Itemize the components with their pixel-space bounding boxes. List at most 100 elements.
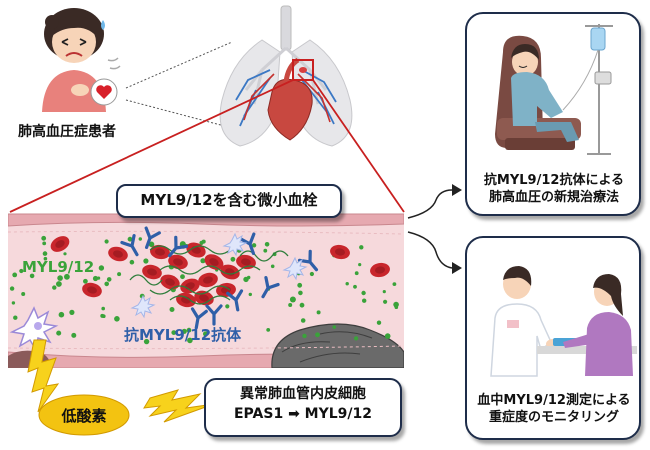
red-blood-cell <box>50 236 70 252</box>
myl-particle <box>127 236 133 242</box>
myl-particle <box>332 325 337 329</box>
myl-particle <box>354 271 359 276</box>
red-blood-cell <box>142 264 162 280</box>
myl-particle <box>180 274 185 280</box>
treatment-line2: 肺高血圧の新規治療法 <box>488 190 619 205</box>
myl-particle <box>129 259 135 265</box>
arrow-head-monitoring <box>452 262 462 274</box>
myl-particle <box>57 275 63 281</box>
myl-particle <box>13 315 18 320</box>
myl-particle <box>300 318 306 323</box>
myl-particle <box>251 243 257 248</box>
myl-particle <box>266 328 271 332</box>
antibody-icon <box>144 226 161 249</box>
myl-particle <box>42 251 48 256</box>
myl-particle <box>29 273 35 279</box>
myl-particle <box>383 299 388 304</box>
myl-particle <box>297 282 303 288</box>
myl-particle <box>230 256 236 262</box>
leader-lines <box>125 41 233 129</box>
myl-particle <box>42 241 47 246</box>
myl-particle <box>12 272 18 278</box>
myl-particle <box>58 311 65 318</box>
red-blood-cell <box>330 244 350 260</box>
myl-particle <box>288 303 293 307</box>
red-blood-cell <box>150 244 170 260</box>
myl-particle <box>264 242 270 247</box>
red-blood-cell <box>160 274 180 290</box>
myl-particle <box>289 296 296 303</box>
myl-particle <box>43 256 48 261</box>
myl-particle <box>92 275 99 282</box>
myl-particle <box>98 265 105 271</box>
myl-particle <box>353 284 357 289</box>
myl-particle <box>148 241 155 248</box>
myl-particle <box>362 298 367 303</box>
myl-particle <box>299 302 305 308</box>
myl-particle <box>247 275 251 280</box>
red-blood-cell <box>168 254 188 270</box>
pathway-to: MYL9/12 <box>304 406 372 422</box>
myl-particle <box>203 331 208 337</box>
myl-particle <box>63 252 67 256</box>
myl-particle <box>143 338 150 345</box>
myl-particle <box>345 282 349 286</box>
red-blood-cell <box>82 282 102 298</box>
myl-particle <box>384 333 391 339</box>
vessel-section <box>8 213 404 368</box>
patient-label: 肺高血圧症患者 <box>18 124 116 140</box>
myl-particle <box>56 330 62 336</box>
myl-particle <box>100 313 105 318</box>
myl-particle <box>9 286 15 291</box>
myl-particle <box>200 258 206 264</box>
myl-particle <box>199 240 204 245</box>
treatment-line1: 抗MYL9/12抗体による <box>483 173 625 188</box>
fibrin-strands <box>129 245 289 305</box>
monitoring-line1: 血中MYL9/12測定による <box>477 393 631 408</box>
thrombus-label-box <box>116 184 342 218</box>
blood-draw-illustration <box>490 266 637 377</box>
pathway-arrow-icon: ➡ <box>288 406 300 422</box>
myl-particle <box>186 327 192 333</box>
endothelial-title: 異常肺血管内皮細胞 <box>240 386 366 402</box>
myl-particle <box>71 332 77 338</box>
myl-particle <box>138 237 142 241</box>
myl-particle <box>392 282 397 286</box>
myl-particle <box>225 304 230 309</box>
myl-particle <box>64 273 70 280</box>
myl-particle <box>114 316 120 322</box>
myl-particle <box>106 277 112 282</box>
myl-particle <box>11 301 16 305</box>
myl-particle <box>359 245 364 250</box>
hypoxia-label: 低酸素 <box>61 407 107 425</box>
myl-particle <box>143 258 149 264</box>
pathway-line: EPAS1 ➡ MYL9/12 <box>204 406 402 422</box>
red-blood-cell <box>370 262 390 278</box>
myl-particle <box>354 336 359 341</box>
myl-particle <box>19 268 24 274</box>
red-blood-cell <box>108 246 128 262</box>
myl-particle <box>181 328 187 334</box>
antibody-icon <box>120 233 139 257</box>
myl-particle <box>83 278 88 284</box>
myl-particle <box>248 292 252 297</box>
iv-drip-illustration <box>495 24 613 155</box>
myl-particle <box>358 263 362 267</box>
myl-particle <box>41 235 47 241</box>
hypoxia-bubble <box>38 394 130 436</box>
myl-label: MYL9/12 <box>22 258 95 276</box>
myl-particle <box>394 305 399 310</box>
patient-illustration <box>42 8 121 112</box>
antibody-label: 抗MYL9/12抗体 <box>124 326 242 344</box>
branch-arrows <box>407 189 453 269</box>
myl-particle <box>21 292 26 296</box>
pathway-from: EPAS1 <box>233 406 284 422</box>
myl-particle <box>298 290 303 296</box>
myl-particle <box>69 309 75 315</box>
antibody-icon <box>226 289 244 312</box>
antibody-icon <box>190 307 208 330</box>
red-blood-cells <box>50 236 390 308</box>
myl-particle <box>104 281 109 287</box>
